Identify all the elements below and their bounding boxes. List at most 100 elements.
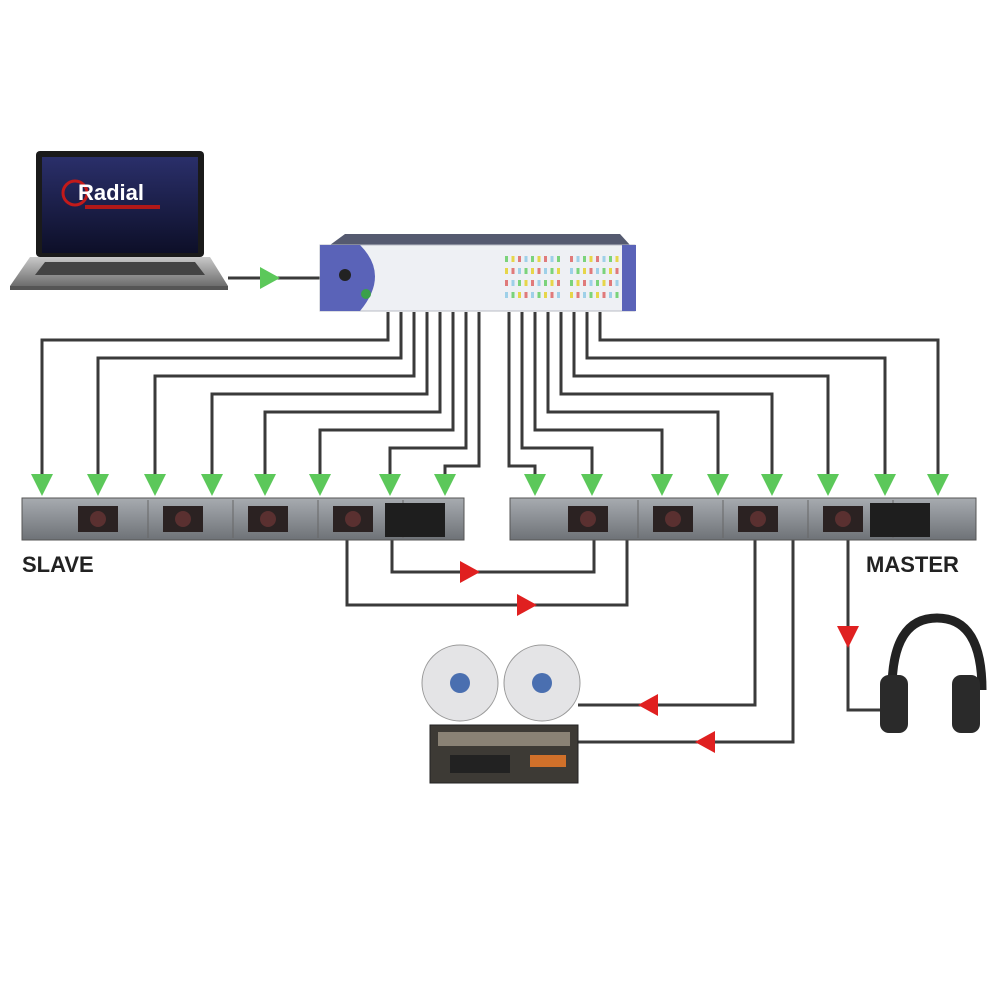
led-indicator xyxy=(583,256,586,262)
audio-interface xyxy=(319,234,636,312)
monitor-panel xyxy=(870,503,930,537)
cable xyxy=(388,312,468,478)
led-indicator xyxy=(596,268,599,274)
send-arrow-icon xyxy=(87,474,109,496)
knob-icon xyxy=(750,511,766,527)
send-arrow-icon xyxy=(434,474,456,496)
led-indicator xyxy=(537,280,541,286)
led-indicator xyxy=(544,280,547,286)
led-indicator xyxy=(537,256,541,262)
led-indicator xyxy=(550,292,554,298)
led-indicator xyxy=(544,268,547,274)
return-arrow-icon xyxy=(837,626,859,648)
led-indicator xyxy=(596,280,599,286)
knob-icon xyxy=(90,511,106,527)
led-indicator xyxy=(589,280,593,286)
led-indicator xyxy=(609,292,612,298)
send-arrow-icon xyxy=(524,474,546,496)
led-indicator xyxy=(602,268,606,274)
cable xyxy=(598,312,940,478)
led-indicator xyxy=(531,256,534,262)
reel-to-reel-tape-machine xyxy=(421,644,581,784)
slave-rack-unit xyxy=(21,497,465,541)
led-indicator xyxy=(518,268,521,274)
send-arrow-icon xyxy=(707,474,729,496)
led-indicator xyxy=(537,292,541,298)
led-indicator xyxy=(544,292,547,298)
led-indicator xyxy=(570,292,573,298)
cable xyxy=(578,540,795,744)
led-indicator xyxy=(570,280,573,286)
led-indicator xyxy=(518,280,521,286)
led-indicator xyxy=(511,280,515,286)
led-indicator xyxy=(505,268,508,274)
knob-icon xyxy=(665,511,681,527)
cable xyxy=(578,540,757,707)
led-indicator xyxy=(557,256,560,262)
knob-icon xyxy=(260,511,276,527)
send-arrow-icon xyxy=(254,474,276,496)
send-arrow-icon xyxy=(817,474,839,496)
cable xyxy=(263,312,442,478)
led-indicator xyxy=(583,280,586,286)
led-indicator xyxy=(531,268,534,274)
cable xyxy=(40,312,390,478)
cable xyxy=(546,312,720,478)
led-indicator xyxy=(557,292,560,298)
led-indicator xyxy=(589,292,593,298)
led-indicator xyxy=(550,268,554,274)
led-indicator xyxy=(518,292,521,298)
knob-icon xyxy=(345,511,361,527)
led-indicator xyxy=(511,292,515,298)
led-indicator xyxy=(524,256,528,262)
led-indicator xyxy=(609,268,612,274)
knob-icon xyxy=(175,511,191,527)
cable xyxy=(533,312,664,478)
led-indicator xyxy=(557,280,560,286)
laptop-logo: Radial xyxy=(78,180,144,205)
led-indicator xyxy=(544,256,547,262)
led-indicator xyxy=(511,268,515,274)
cable xyxy=(585,312,887,478)
cable xyxy=(572,312,830,478)
cable xyxy=(345,540,629,607)
led-indicator xyxy=(531,292,534,298)
led-indicator xyxy=(505,256,508,262)
led-indicator xyxy=(602,280,606,286)
cable xyxy=(96,312,403,478)
return-arrow-icon xyxy=(460,561,480,583)
led-indicator xyxy=(524,268,528,274)
led-indicator xyxy=(576,292,580,298)
knob-icon xyxy=(580,511,596,527)
led-indicator xyxy=(550,280,554,286)
led-indicator xyxy=(589,268,593,274)
cable xyxy=(210,312,429,478)
arrow-group xyxy=(31,267,949,753)
send-arrow-icon xyxy=(309,474,331,496)
led-indicator xyxy=(583,268,586,274)
led-indicator xyxy=(602,292,606,298)
slave-label: SLAVE xyxy=(22,552,94,577)
led-indicator xyxy=(596,292,599,298)
led-indicator xyxy=(505,280,508,286)
led-indicator xyxy=(557,268,560,274)
led-indicator xyxy=(615,280,619,286)
led-indicator xyxy=(609,256,612,262)
return-arrow-icon xyxy=(517,594,537,616)
send-arrow-icon xyxy=(201,474,223,496)
led-indicator xyxy=(570,268,573,274)
laptop: Radial xyxy=(10,151,228,290)
send-arrow-icon xyxy=(874,474,896,496)
send-arrow-icon xyxy=(581,474,603,496)
led-indicator xyxy=(505,292,508,298)
led-indicator xyxy=(576,256,580,262)
master-rack-unit xyxy=(509,497,977,541)
cable xyxy=(520,312,594,478)
send-arrow-icon xyxy=(144,474,166,496)
knob-icon xyxy=(835,511,851,527)
cable xyxy=(443,312,481,478)
led-indicator xyxy=(576,268,580,274)
cable xyxy=(559,312,774,478)
headphones xyxy=(880,613,987,733)
